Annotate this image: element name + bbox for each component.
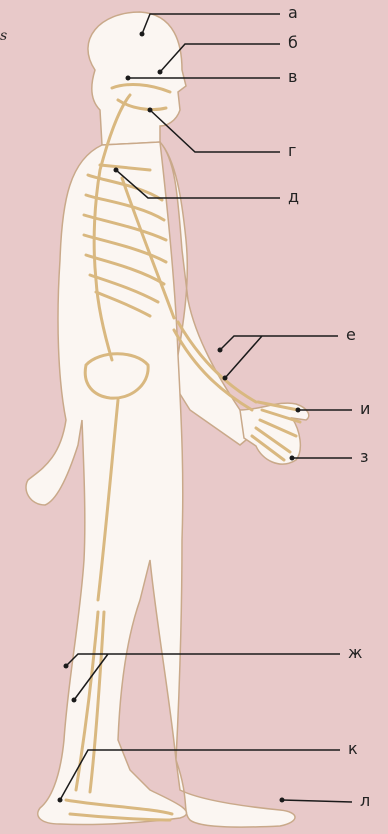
leader-l	[282, 800, 352, 802]
dot-zh2	[72, 698, 77, 703]
label-l: л	[360, 793, 370, 809]
head-outline	[88, 12, 186, 152]
label-d: д	[288, 189, 299, 205]
label-a: а	[288, 5, 298, 21]
body-silhouette	[26, 12, 309, 827]
label-v: в	[288, 69, 297, 85]
dot-k	[58, 798, 63, 803]
dot-e1	[218, 348, 223, 353]
label-g: г	[288, 143, 296, 159]
label-e: е	[346, 327, 356, 343]
label-b: б	[288, 35, 298, 51]
label-zh: ж	[348, 645, 362, 661]
leader-e	[220, 336, 338, 378]
dot-i	[296, 408, 301, 413]
dot-l	[280, 798, 285, 803]
dot-v	[126, 76, 131, 81]
dot-zh1	[64, 664, 69, 669]
dot-b	[158, 70, 163, 75]
dot-z	[290, 456, 295, 461]
dot-a	[140, 32, 145, 37]
dot-g	[148, 108, 153, 113]
label-k: к	[348, 741, 358, 757]
label-z: з	[360, 449, 369, 465]
dot-d	[114, 168, 119, 173]
dot-e2	[223, 376, 228, 381]
trunk-outline	[26, 142, 295, 827]
label-i: и	[360, 401, 370, 417]
